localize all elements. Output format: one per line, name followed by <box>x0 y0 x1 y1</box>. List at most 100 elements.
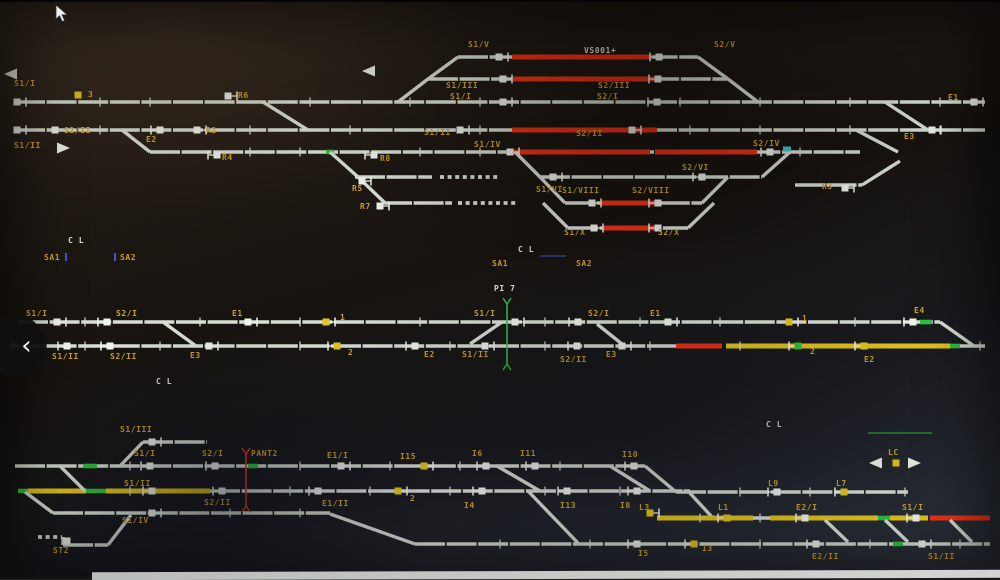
signal[interactable] <box>327 341 341 351</box>
signal[interactable] <box>549 172 563 182</box>
signal[interactable] <box>212 486 226 496</box>
signal[interactable] <box>767 487 781 497</box>
signal[interactable] <box>568 317 582 327</box>
track-label: S2/I <box>202 449 223 458</box>
signal[interactable] <box>834 487 848 497</box>
signal[interactable] <box>148 437 162 447</box>
signal[interactable] <box>205 461 219 471</box>
signal[interactable] <box>627 539 641 549</box>
signal[interactable] <box>207 150 221 160</box>
signal[interactable] <box>590 223 604 233</box>
signal[interactable] <box>841 183 855 193</box>
signal[interactable] <box>150 125 164 135</box>
signal[interactable] <box>376 201 390 211</box>
signal[interactable] <box>13 97 27 107</box>
signal[interactable] <box>557 486 571 496</box>
signal[interactable] <box>628 125 642 135</box>
signal[interactable] <box>481 341 495 351</box>
track-label: E4 <box>914 306 925 315</box>
track-label: R6 <box>238 91 249 100</box>
signal[interactable] <box>97 317 111 327</box>
signal[interactable] <box>420 461 434 471</box>
track-label: E1/I <box>327 451 348 460</box>
signal[interactable] <box>903 317 917 327</box>
signal[interactable] <box>472 486 486 496</box>
signal[interactable] <box>648 223 662 233</box>
signal[interactable] <box>142 486 156 496</box>
track-label: 2 <box>348 348 353 357</box>
screen-top-edge <box>0 0 1000 2</box>
signal[interactable] <box>970 97 984 107</box>
signal[interactable] <box>51 126 59 134</box>
signal[interactable] <box>567 341 581 351</box>
track-label: S1/I <box>450 92 471 101</box>
signal[interactable] <box>495 52 509 62</box>
signal[interactable] <box>506 147 520 157</box>
track-label: S1/VIII <box>562 186 600 195</box>
signal[interactable] <box>906 513 920 523</box>
signal[interactable] <box>358 176 372 186</box>
signal[interactable] <box>627 486 641 496</box>
track-label: S1/I <box>26 309 47 318</box>
signal[interactable] <box>405 341 419 351</box>
signal[interactable] <box>648 198 662 208</box>
track-label: R3 <box>822 182 833 191</box>
signal[interactable] <box>760 147 774 157</box>
signal[interactable] <box>525 461 539 471</box>
track-label: R7 <box>360 202 371 211</box>
signal[interactable] <box>648 74 662 84</box>
signal[interactable] <box>364 150 378 160</box>
signal[interactable] <box>624 461 638 471</box>
signal[interactable] <box>244 317 258 327</box>
signal[interactable] <box>806 539 820 549</box>
track-label: VS001+ <box>584 46 616 55</box>
signal[interactable] <box>499 74 513 84</box>
track-label: E3 <box>904 132 915 141</box>
signal[interactable] <box>918 539 932 549</box>
signal[interactable] <box>57 341 71 351</box>
signal[interactable] <box>13 125 27 135</box>
track-label: E1/II <box>322 499 349 508</box>
signal[interactable] <box>892 459 900 467</box>
signal[interactable] <box>795 513 809 523</box>
signal[interactable] <box>337 461 351 471</box>
signal[interactable] <box>692 172 706 182</box>
signal[interactable] <box>193 125 207 135</box>
track-label: I15 <box>400 452 416 461</box>
signal[interactable] <box>205 341 219 351</box>
signal[interactable] <box>394 486 408 496</box>
signal[interactable] <box>788 341 802 351</box>
signal[interactable] <box>224 91 238 101</box>
signal[interactable] <box>308 486 322 496</box>
signal[interactable] <box>148 508 162 518</box>
track-label: S1/I <box>474 309 495 318</box>
signal[interactable] <box>499 97 513 107</box>
track-label: C L <box>518 245 534 254</box>
signal[interactable] <box>511 317 525 327</box>
signal[interactable] <box>647 97 661 107</box>
signal[interactable] <box>588 198 602 208</box>
signal[interactable] <box>664 317 678 327</box>
signal[interactable] <box>456 125 470 135</box>
signal[interactable] <box>646 508 660 518</box>
signal[interactable] <box>74 91 82 99</box>
signal[interactable] <box>649 52 663 62</box>
track-label: S1/II <box>52 352 79 361</box>
signal[interactable] <box>476 461 490 471</box>
signal[interactable] <box>854 341 868 351</box>
track-label: I8 <box>620 501 631 510</box>
signal[interactable] <box>928 125 942 135</box>
signal[interactable] <box>785 317 799 327</box>
signal[interactable] <box>717 513 731 523</box>
track-label: S2/X <box>658 228 679 237</box>
signal[interactable] <box>53 317 67 327</box>
signal[interactable] <box>63 537 71 545</box>
signal[interactable] <box>140 461 154 471</box>
signal[interactable] <box>322 317 336 327</box>
signal[interactable] <box>100 341 114 351</box>
track-label: R2 <box>206 126 217 135</box>
signal[interactable] <box>684 539 698 549</box>
signal[interactable] <box>618 341 632 351</box>
track-label: LC <box>888 448 899 457</box>
